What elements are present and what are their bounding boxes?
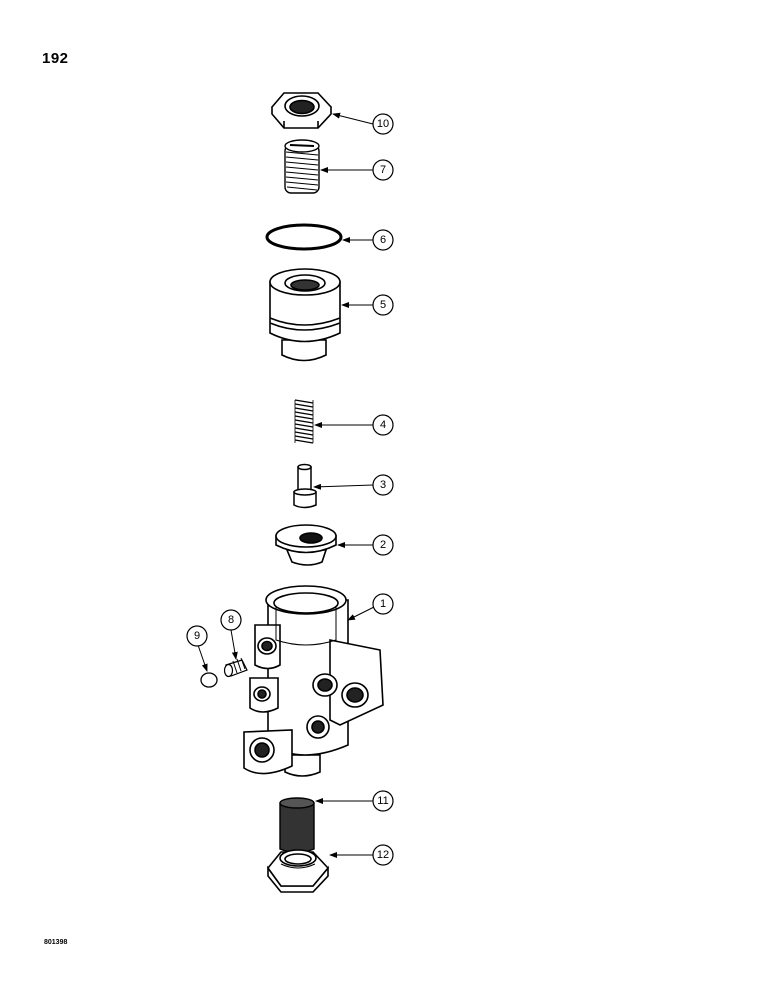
part-7-adjusting-screw [284,139,320,194]
callout-3-label: 3 [380,479,386,491]
callout-5-label: 5 [380,299,386,311]
drawing-code: 801398 [44,939,68,946]
callout-6-label: 6 [380,234,386,246]
callout-12-label: 12 [377,849,389,861]
part-5-valve-cap [269,268,341,362]
part-3-poppet [293,463,317,509]
part-9-plug [200,672,218,688]
callout-11: 11 [372,790,394,812]
part-8-set-screw [223,657,248,678]
part-6-o-ring [265,223,343,251]
part-2-seat [275,524,337,566]
part-10-hex-nut [270,92,333,129]
leader-lines [197,112,375,858]
callout-9: 9 [186,625,208,647]
callout-7-label: 7 [380,164,386,176]
callout-8: 8 [220,609,242,631]
callout-2: 2 [372,534,394,556]
part-4-spring [294,397,314,444]
callout-4-label: 4 [380,419,386,431]
callout-4: 4 [372,414,394,436]
callout-11-label: 11 [377,795,388,807]
callout-3: 3 [372,474,394,496]
page-number: 192 [42,50,69,67]
part-1-valve-body [243,585,384,777]
callout-9-label: 9 [194,630,200,642]
callout-10-label: 10 [377,118,389,130]
callout-12: 12 [372,844,394,866]
callout-7: 7 [372,159,394,181]
callout-1: 1 [372,593,394,615]
callout-2-label: 2 [380,539,386,551]
callout-5: 5 [372,294,394,316]
callout-10: 10 [372,113,394,135]
callout-1-label: 1 [380,598,386,610]
part-12-fitting [266,849,330,893]
callout-8-label: 8 [228,614,234,626]
part-11-filter-screen [279,797,315,854]
callout-6: 6 [372,229,394,251]
